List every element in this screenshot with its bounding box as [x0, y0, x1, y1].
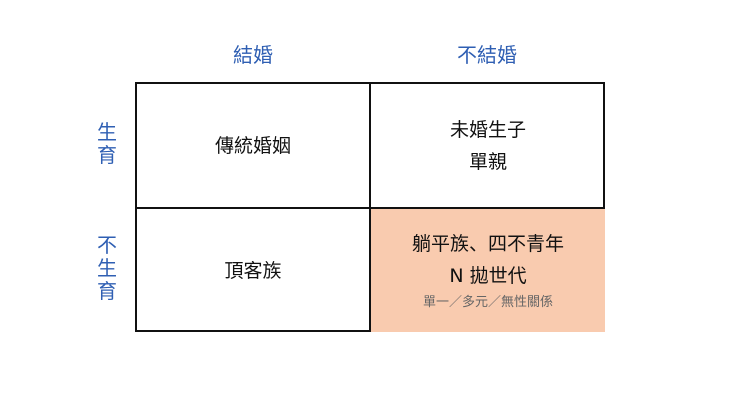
row-label-text: 不生育	[97, 233, 117, 303]
quadrant-matrix: 傳統婚姻 未婚生子 單親 頂客族 躺平族、四不青年 N 拋世代 單一／多元／無性…	[135, 82, 605, 332]
cell-text: 頂客族	[224, 259, 282, 282]
cell-note: 單一／多元／無性關係	[422, 294, 553, 310]
column-label-married: 結婚	[233, 43, 273, 67]
cell-unmarried-no-children: 躺平族、四不青年 N 拋世代 單一／多元／無性關係	[371, 209, 605, 332]
cell-text: 躺平族、四不青年	[411, 232, 564, 255]
cell-married-with-children: 傳統婚姻	[137, 84, 371, 209]
row-label-childless: 不生育	[92, 234, 122, 303]
column-label-unmarried: 不結婚	[457, 43, 517, 67]
cell-unmarried-with-children: 未婚生子 單親	[371, 84, 605, 209]
row-label-text: 生育	[97, 120, 117, 167]
cell-text: 單親	[468, 150, 507, 173]
row-label-childbearing: 生育	[92, 121, 122, 167]
cell-text: 傳統婚姻	[214, 134, 291, 157]
cell-text: 未婚生子	[449, 118, 526, 141]
cell-married-no-children: 頂客族	[137, 209, 371, 332]
cell-text: N 拋世代	[449, 264, 527, 287]
